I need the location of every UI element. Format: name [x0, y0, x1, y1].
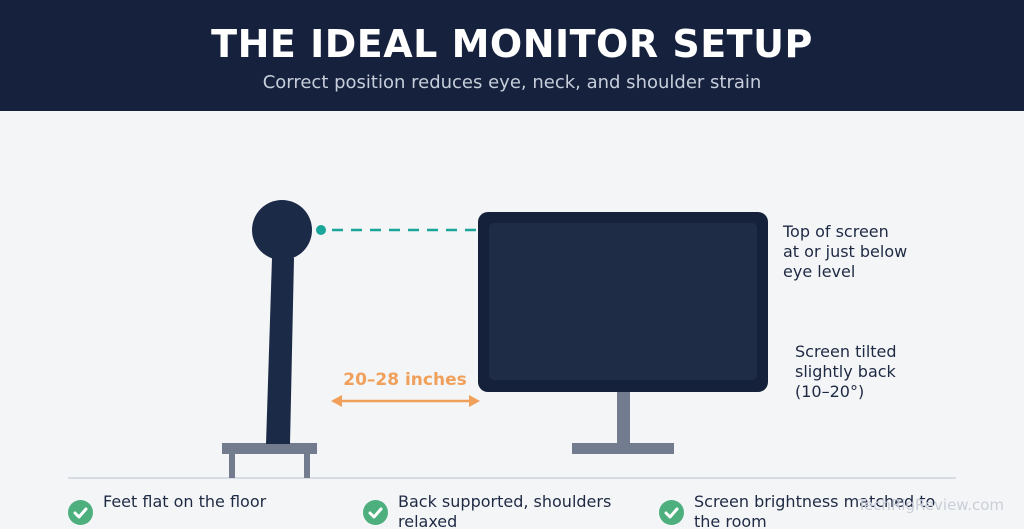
check-icon: [68, 500, 93, 525]
eye-level-line: [316, 225, 490, 235]
tip-brightness: Screen brightness matched to the room: [659, 492, 959, 529]
tip-text: Feet flat on the floor: [103, 492, 267, 511]
person-body: [266, 258, 294, 444]
check-icon: [363, 500, 388, 525]
page-subtitle: Correct position reduces eye, neck, and …: [262, 72, 762, 93]
page-title: THE IDEAL MONITOR SETUP: [211, 22, 813, 66]
chair-leg-right: [304, 454, 310, 478]
distance-label: 20–28 inches: [343, 370, 467, 390]
screen-tilt-label: Screen tilted slightly back (10–20°): [795, 342, 897, 401]
tip-feet: Feet flat on the floor: [68, 492, 328, 525]
tip-text: Screen brightness matched to the room: [694, 492, 936, 529]
person-figure: [252, 200, 312, 444]
check-icon: [659, 500, 684, 525]
eye-dot: [316, 225, 326, 235]
monitor-stand-base: [572, 443, 674, 454]
chair: [222, 443, 317, 478]
monitor-screen: [489, 223, 757, 380]
distance-arrow: [331, 395, 480, 407]
top-of-screen-label: Top of screen at or just below eye level: [783, 222, 908, 281]
watermark: TechRigReview.com: [857, 496, 1004, 514]
header-banner: THE IDEAL MONITOR SETUP Correct position…: [0, 0, 1024, 111]
monitor-stand-neck: [617, 390, 630, 444]
tip-back: Back supported, shoulders relaxed: [363, 492, 633, 529]
monitor: [478, 212, 768, 454]
chair-leg-left: [229, 454, 235, 478]
chair-seat: [222, 443, 317, 454]
tip-text: Back supported, shoulders relaxed: [398, 492, 612, 529]
person-head: [252, 200, 312, 260]
